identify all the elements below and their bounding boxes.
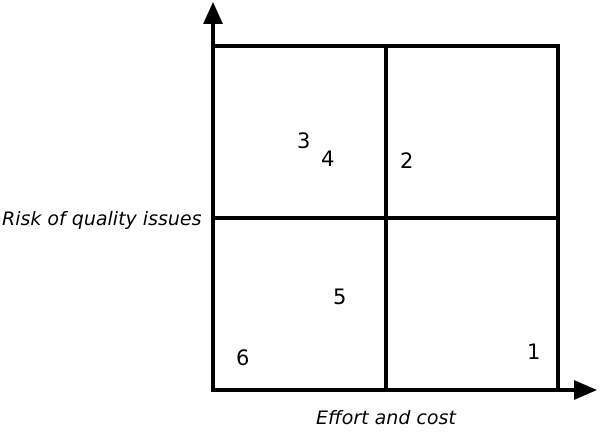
item-label-2: 2 [400,149,413,173]
x-axis-arrow-icon [574,380,597,400]
item-label-1: 1 [527,340,540,364]
item-label-6: 6 [236,346,249,370]
y-axis-label: Risk of quality issues [2,208,202,230]
item-labels: 3 4 2 5 6 1 [236,129,540,370]
item-label-5: 5 [333,285,346,309]
x-axis-label: Effort and cost [316,407,457,429]
y-axis-arrow-icon [203,2,223,24]
item-label-3: 3 [297,129,310,153]
item-label-4: 4 [321,147,334,171]
matrix-grid [211,44,560,392]
